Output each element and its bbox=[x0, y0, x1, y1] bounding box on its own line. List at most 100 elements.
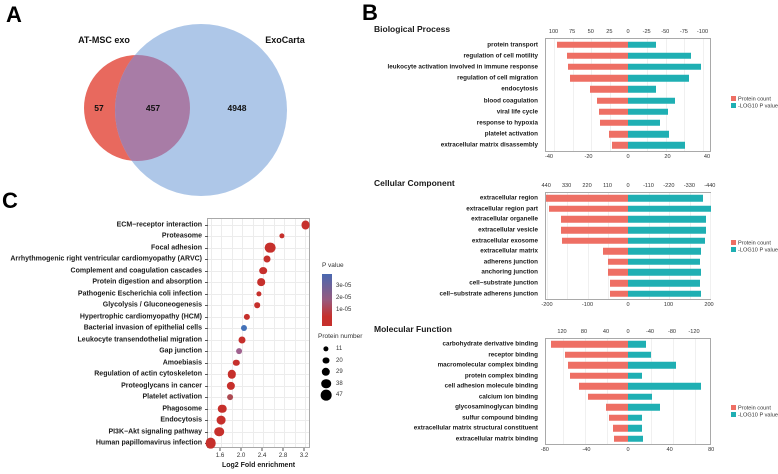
size-legend-label: 29 bbox=[336, 369, 343, 375]
pathway-dot bbox=[279, 233, 285, 239]
top-axis-tick: 40 bbox=[602, 329, 610, 335]
top-axis-tick: -330 bbox=[683, 183, 695, 189]
logp-legend-swatch bbox=[731, 103, 736, 108]
pathway-dot bbox=[238, 336, 246, 344]
bottom-axis-tick: 200 bbox=[704, 302, 714, 308]
venn-overlap-region bbox=[115, 55, 190, 161]
logp-legend-item: -LOG10 P value bbox=[731, 247, 778, 254]
bottom-axis-tick: 20 bbox=[664, 154, 671, 160]
category-label: protein complex binding bbox=[464, 372, 538, 380]
category-label: extracellular exosome bbox=[471, 237, 538, 245]
protein-count-bar bbox=[602, 248, 628, 255]
bar-legend: Protein count-LOG10 P value bbox=[731, 405, 778, 419]
y-axis-tick bbox=[205, 316, 208, 318]
protein-count-legend-label: Protein count bbox=[738, 96, 771, 103]
gridline bbox=[554, 39, 555, 151]
x-axis-tick-label: 3.2 bbox=[299, 452, 309, 459]
category-label: extracellular region bbox=[479, 194, 538, 202]
y-axis-tick bbox=[205, 420, 208, 422]
logp-bar bbox=[628, 258, 701, 266]
gridline bbox=[584, 339, 586, 444]
gridline bbox=[208, 351, 309, 353]
logp-bar bbox=[628, 74, 690, 82]
gridline bbox=[669, 193, 671, 299]
y-axis-tick bbox=[205, 339, 208, 341]
gridline bbox=[665, 39, 667, 151]
category-label: cell−substrate adherens junction bbox=[439, 290, 538, 298]
x-axis-tick-label: 2.4 bbox=[257, 452, 267, 459]
pathway-dot bbox=[227, 394, 233, 401]
gridline bbox=[546, 193, 548, 299]
gridline bbox=[689, 193, 691, 299]
gridline bbox=[208, 374, 309, 376]
top-axis-tick: -80 bbox=[667, 329, 677, 335]
top-axis-tick: 120 bbox=[557, 329, 567, 335]
protein-count-bar bbox=[611, 142, 628, 149]
pvalue-legend-label: 3e-05 bbox=[336, 283, 352, 289]
logp-bar bbox=[628, 404, 661, 411]
size-legend-dot bbox=[323, 346, 329, 352]
logp-bar bbox=[628, 142, 686, 149]
pathway-label: Endocytosis bbox=[160, 416, 202, 424]
gridline bbox=[208, 247, 309, 249]
size-legend-label: 20 bbox=[336, 357, 343, 364]
venn-right-label: ExoCarta bbox=[265, 35, 306, 45]
logp-bar bbox=[628, 435, 643, 442]
pvalue-legend-label: 2e-05 bbox=[336, 295, 352, 301]
pathway-label: Glycolysis / Gluconeogenesis bbox=[102, 301, 202, 309]
gridline bbox=[703, 39, 704, 151]
chart-title: Biological Process bbox=[374, 24, 451, 34]
protein-count-bar bbox=[614, 435, 628, 442]
pathway-dot bbox=[233, 359, 240, 366]
gridline bbox=[567, 193, 569, 299]
gridline bbox=[208, 339, 309, 341]
gridline bbox=[608, 193, 610, 299]
panel-label-c: C bbox=[2, 188, 18, 213]
pathway-dot bbox=[226, 381, 236, 390]
bottom-axis-tick: -200 bbox=[541, 302, 553, 308]
protein-count-bar bbox=[608, 414, 628, 421]
y-axis-tick bbox=[205, 397, 208, 399]
pathway-label: Proteasome bbox=[161, 232, 202, 240]
bottom-axis-tick: 80 bbox=[708, 447, 715, 453]
pathway-label: Human papillomavirus infection bbox=[95, 439, 202, 447]
y-axis-tick bbox=[205, 385, 208, 387]
logp-bar bbox=[628, 97, 676, 104]
bottom-axis-tick: -80 bbox=[540, 447, 549, 453]
gridline bbox=[208, 224, 309, 226]
pathway-label: Platelet activation bbox=[142, 393, 202, 401]
x-axis-tick-label: 2.0 bbox=[236, 452, 246, 459]
gridline bbox=[208, 385, 309, 387]
protein-count-bar bbox=[568, 63, 628, 71]
gridline bbox=[208, 408, 309, 410]
logp-bar bbox=[628, 351, 651, 358]
gridline bbox=[208, 431, 309, 433]
bar-row: protein transport bbox=[487, 41, 710, 49]
pathway-label: PI3K−Akt signaling pathway bbox=[108, 428, 202, 436]
bar-row: cell−substrate adherens junction bbox=[439, 290, 710, 298]
protein-count-bar bbox=[608, 269, 628, 276]
gridline bbox=[273, 219, 275, 447]
pvalue-legend-label: 1e-05 bbox=[336, 307, 352, 313]
protein-count-bar bbox=[562, 237, 628, 244]
bottom-axis-tick: -40 bbox=[544, 154, 554, 160]
venn-right-count: 4948 bbox=[228, 103, 247, 113]
x-axis-tick bbox=[303, 448, 305, 451]
gridline bbox=[650, 339, 652, 444]
gridline bbox=[208, 420, 309, 422]
venn-left-count: 57 bbox=[94, 103, 104, 113]
logp-bar bbox=[628, 269, 701, 276]
y-axis-tick bbox=[205, 374, 208, 376]
bottom-axis-tick: 100 bbox=[663, 302, 674, 308]
y-axis-tick bbox=[205, 270, 208, 272]
category-label: cell adhesion molecule binding bbox=[444, 382, 538, 390]
logp-bar bbox=[628, 41, 656, 48]
protein-count-bar bbox=[579, 383, 628, 390]
pathway-label: ECM−receptor interaction bbox=[116, 221, 202, 229]
top-axis-tick: 220 bbox=[582, 183, 592, 189]
gridline bbox=[648, 193, 650, 299]
